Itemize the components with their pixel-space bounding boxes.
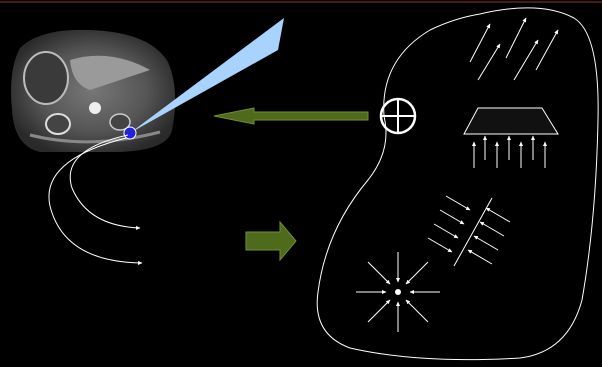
- curved-arrow-lower: [49, 138, 142, 263]
- source-dot: [124, 127, 136, 139]
- mri-slice-image: [11, 30, 175, 152]
- diagonal-shear-arrows-icon: [428, 196, 510, 266]
- green-arrow-right: [246, 222, 296, 260]
- upward-diagonal-arrows: [470, 18, 558, 80]
- trapezoid-block-with-arrows-icon: [464, 108, 558, 168]
- crosshair-circle-icon: [381, 99, 415, 133]
- radial-point-arrows-icon: [356, 252, 440, 332]
- green-arrow-left: [214, 108, 368, 124]
- tissue-outline: [317, 8, 598, 360]
